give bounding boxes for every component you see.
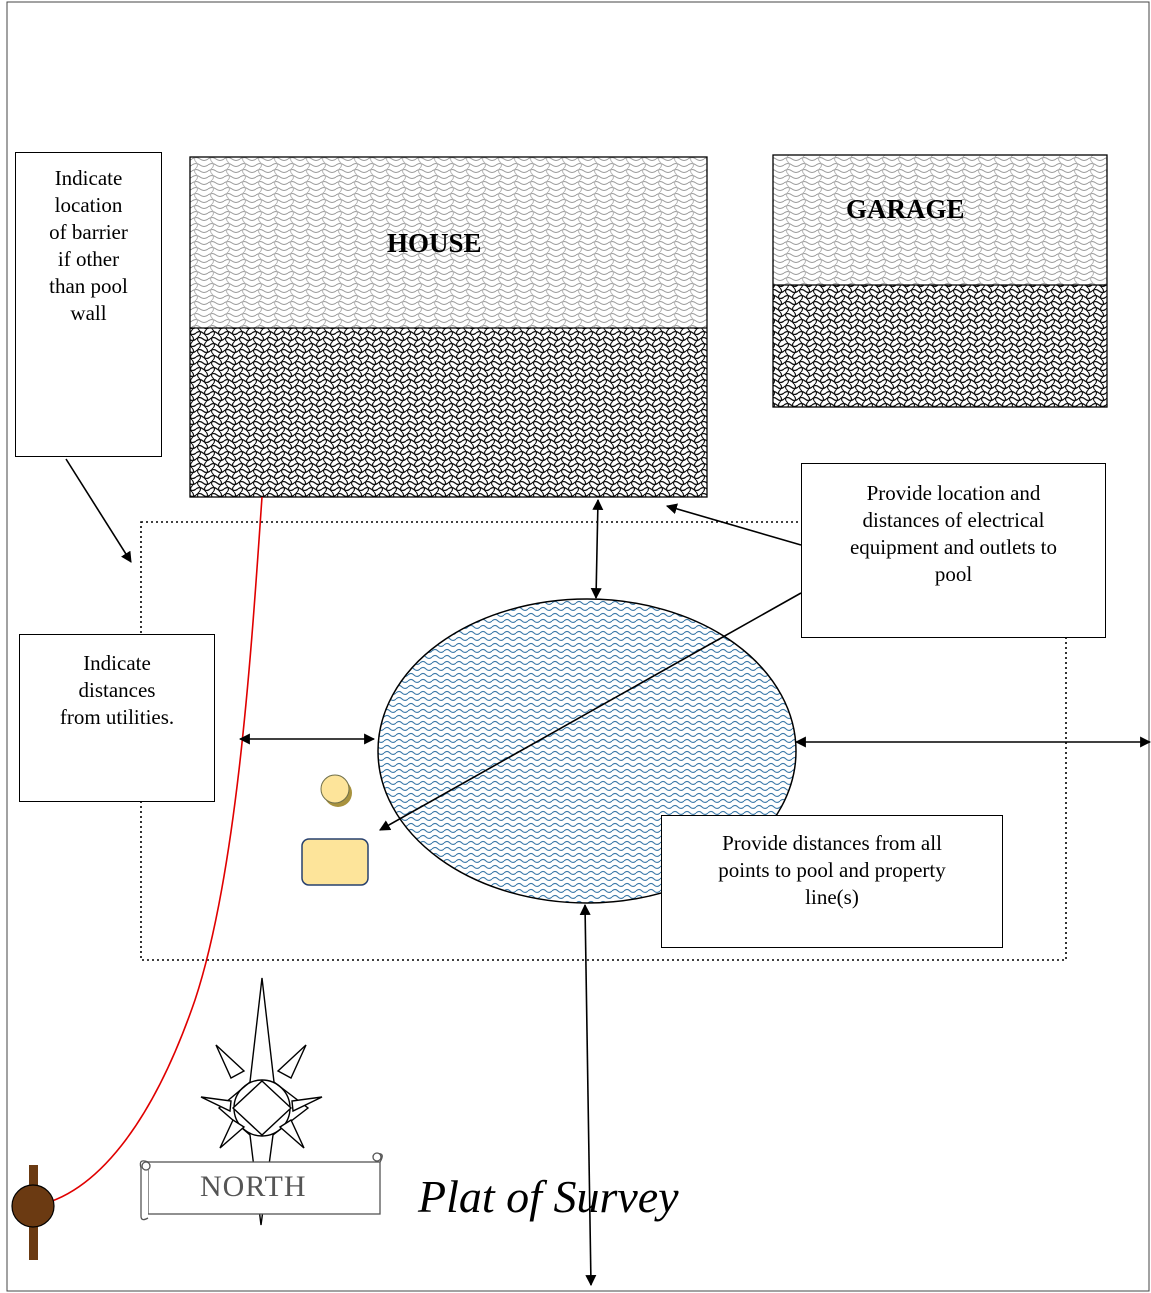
garage: [772, 154, 1108, 408]
north-label: NORTH: [200, 1170, 307, 1203]
page-title: Plat of Survey: [418, 1171, 679, 1222]
barrier-note: Indicate location of barrier if other th…: [15, 152, 162, 457]
electrical-note: Provide location and distances of electr…: [801, 463, 1106, 638]
utility-pole-icon: [11, 1165, 55, 1260]
house: [189, 156, 708, 498]
north-banner: [139, 1152, 383, 1221]
dimension-arrows: [65, 458, 1151, 1287]
utilities-note: Indicate distances from utilities.: [19, 634, 215, 802]
house-label: HOUSE: [387, 228, 482, 258]
property-line-note: Provide distances from all points to poo…: [661, 815, 1003, 948]
utility-line: [33, 496, 263, 1207]
pool-equipment-round-icon: [320, 774, 352, 807]
garage-label: GARAGE: [846, 194, 965, 224]
pool-equipment-box-icon: [301, 838, 369, 886]
compass-icon: [200, 977, 323, 1226]
page-border: [6, 1, 1150, 1292]
